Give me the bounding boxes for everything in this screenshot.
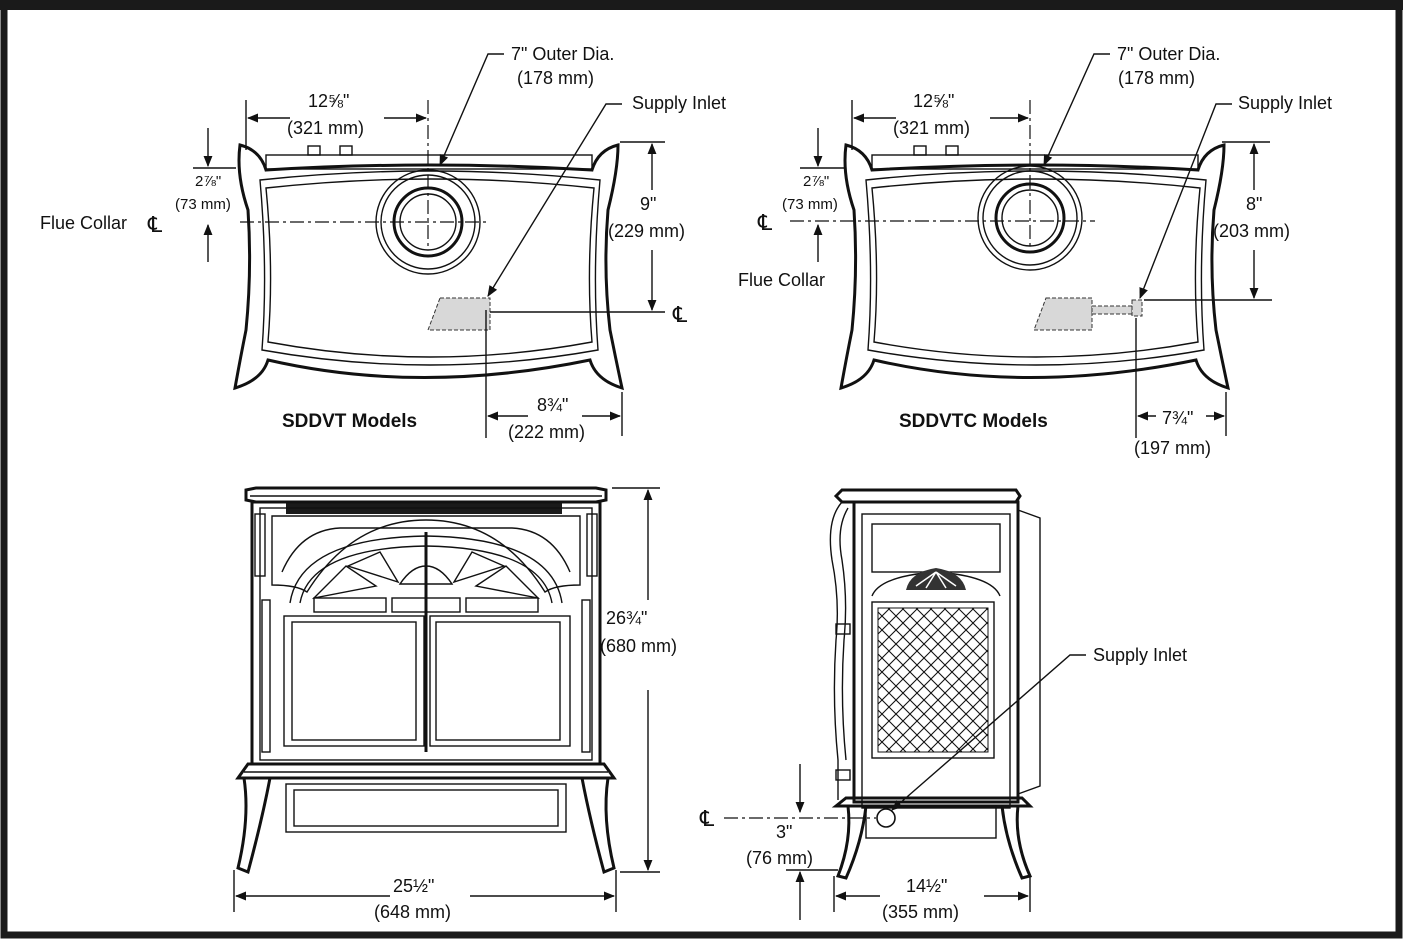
sddvt-side-mm: (222 mm) xyxy=(508,422,585,442)
sddvtc-offset-label: 2⅞" xyxy=(803,173,829,190)
sddvt-inlet-cl-symbol: ℄ xyxy=(672,302,688,327)
side-supply-label: Supply Inlet xyxy=(1093,645,1187,665)
side-cl-symbol: ℄ xyxy=(699,806,715,831)
side-depth-label: 14½" xyxy=(906,876,947,896)
side-height-label: 3" xyxy=(776,822,792,842)
sddvt-supply-label: Supply Inlet xyxy=(632,93,726,113)
sddvt-flue-dia-mm: (178 mm) xyxy=(517,68,594,88)
sddvt-cl-symbol: ℄ xyxy=(147,212,163,237)
top-view-sddvt xyxy=(193,53,665,438)
top-view-sddvtc xyxy=(790,53,1272,438)
sddvt-flue-dia-label: 7" Outer Dia. xyxy=(511,44,614,64)
side-height-mm: (76 mm) xyxy=(746,848,813,868)
shell-ornament xyxy=(906,568,966,590)
sddvt-height-label: 9" xyxy=(640,194,656,214)
sddvt-offset-label: 2⅞" xyxy=(195,173,221,190)
side-depth-mm: (355 mm) xyxy=(882,902,959,922)
sddvtc-side-mm: (197 mm) xyxy=(1134,438,1211,458)
front-width-mm: (648 mm) xyxy=(374,902,451,922)
sddvtc-height-label: 8" xyxy=(1246,194,1262,214)
front-height-label: 26¾" xyxy=(606,608,647,628)
sddvtc-flue-collar-label: Flue Collar xyxy=(738,270,825,290)
sddvt-offset-mm: (73 mm) xyxy=(175,196,231,213)
front-width-label: 25½" xyxy=(393,876,434,896)
sddvt-side-label: 8¾" xyxy=(537,395,568,415)
supply-inlet-circle xyxy=(876,808,896,828)
sddvtc-side-label: 7¾" xyxy=(1162,408,1193,428)
sddvtc-title: SDDVTC Models xyxy=(899,411,1048,432)
sddvtc-flue-dia-label: 7" Outer Dia. xyxy=(1117,44,1220,64)
sddvtc-flue-dia-mm: (178 mm) xyxy=(1118,68,1195,88)
sddvtc-offset-mm: (73 mm) xyxy=(782,196,838,213)
sddvtc-height-mm: (203 mm) xyxy=(1213,221,1290,241)
side-view xyxy=(724,488,1086,920)
sddvtc-width-label: 12⅝" xyxy=(913,91,954,111)
sddvtc-width-mm: (321 mm) xyxy=(893,118,970,138)
sddvt-width-label: 12⅝" xyxy=(308,91,349,111)
sddvtc-supply-label: Supply Inlet xyxy=(1238,93,1332,113)
sddvtc-cl-symbol: ℄ xyxy=(757,210,773,235)
front-height-mm: (680 mm) xyxy=(600,636,677,656)
sddvt-height-mm: (229 mm) xyxy=(608,221,685,241)
sddvt-width-mm: (321 mm) xyxy=(287,118,364,138)
sddvt-title: SDDVT Models xyxy=(282,411,417,432)
front-view xyxy=(233,486,660,912)
mesh-grille xyxy=(877,607,989,753)
sddvt-flue-collar-label: Flue Collar xyxy=(40,213,127,233)
